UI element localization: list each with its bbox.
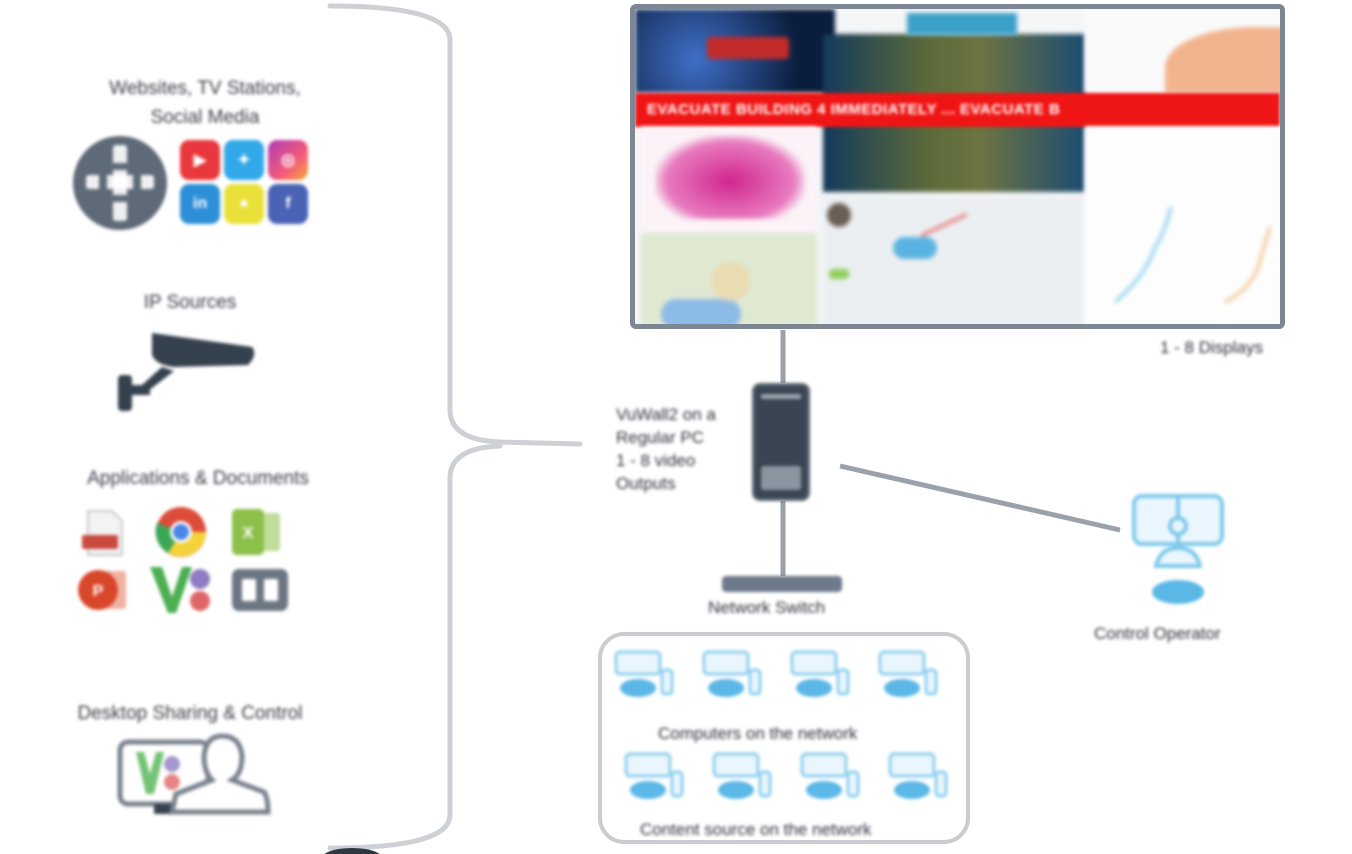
ip-sources-label: IP Sources <box>143 292 237 313</box>
facebook-icon: f <box>268 184 308 224</box>
control-operator-label: Control Operator <box>1094 624 1221 643</box>
vuwall-logo-icon <box>150 567 210 613</box>
social-media-icons: ▶ ✦ ◎ in ● f <box>178 140 312 230</box>
street-map-panel <box>641 233 817 324</box>
network-group-box: Computers on the network Content source … <box>598 632 970 844</box>
dashboard-avatar <box>827 203 851 227</box>
network-switch-icon <box>722 576 842 592</box>
svg-text:P: P <box>93 583 104 600</box>
workstation-icon <box>614 650 674 697</box>
desktop-sharing-icon <box>117 733 271 815</box>
workstation-icon <box>878 650 938 697</box>
displays-caption: 1 - 8 Displays <box>1160 338 1263 357</box>
dashboard-green-badge <box>829 269 849 279</box>
news-channel-panel <box>635 9 835 93</box>
twitter-icon: ✦ <box>224 140 264 180</box>
application-icons: X P <box>72 505 302 615</box>
map-center <box>711 261 751 301</box>
desktop-sharing-label: Desktop Sharing & Control <box>77 703 303 724</box>
vuwall-pc-tower <box>752 383 810 501</box>
workstation-icon <box>800 752 860 799</box>
network-computers-row <box>612 650 962 710</box>
youtube-icon: ▶ <box>180 140 220 180</box>
line-charts-panel <box>1085 127 1280 324</box>
powerpoint-icon: P <box>78 570 126 610</box>
line-chart-sparklines <box>1114 206 1272 304</box>
pc-front-bay <box>761 466 801 490</box>
linkedin-icon: in <box>180 184 220 224</box>
workstation-icon <box>702 650 762 697</box>
alert-ticker: EVACUATE BUILDING 4 IMMEDIATELY ... EVAC… <box>635 93 1280 127</box>
applications-label: Applications & Documents <box>87 468 309 489</box>
workstation-icon <box>888 752 948 799</box>
news-logo <box>707 37 789 59</box>
pdf-icon <box>82 510 123 556</box>
network-content-sources-row <box>622 752 972 812</box>
heatmap-panel <box>641 127 817 233</box>
hub-label: VuWall2 on a Regular PC 1 - 8 video Outp… <box>616 405 716 493</box>
dashboard-blue-shape <box>893 237 937 259</box>
video-wall-display: EVACUATE BUILDING 4 IMMEDIATELY ... EVAC… <box>630 4 1285 329</box>
top-tab-bar <box>907 13 1017 35</box>
security-camera-icon <box>118 333 255 411</box>
map-water <box>661 299 741 324</box>
chrome-icon <box>155 507 206 557</box>
computers-on-network-label: Computers on the network <box>658 724 858 743</box>
area-chart-fill <box>1165 27 1280 93</box>
workstation-icon <box>712 752 772 799</box>
workstation-icon <box>624 752 684 799</box>
content-source-label: Content source on the network <box>640 820 872 839</box>
instagram-icon: ◎ <box>268 140 308 180</box>
globe-icon <box>73 136 167 230</box>
control-operator-icon <box>1132 494 1224 604</box>
workstation-icon <box>790 650 850 697</box>
dashboard-red-line <box>920 212 968 238</box>
us-heatmap <box>655 135 805 219</box>
svg-text:X: X <box>243 525 254 542</box>
web-sources-label: Websites, TV Stations, Social Media <box>109 78 301 128</box>
network-switch-label: Network Switch <box>708 598 826 617</box>
area-chart-panel <box>1085 9 1280 93</box>
snapchat-icon: ● <box>224 184 264 224</box>
pc-drive-slot <box>761 394 801 399</box>
dashboard-panel <box>823 197 1085 324</box>
video-player-icon <box>232 569 288 611</box>
excel-icon: X <box>232 509 280 555</box>
